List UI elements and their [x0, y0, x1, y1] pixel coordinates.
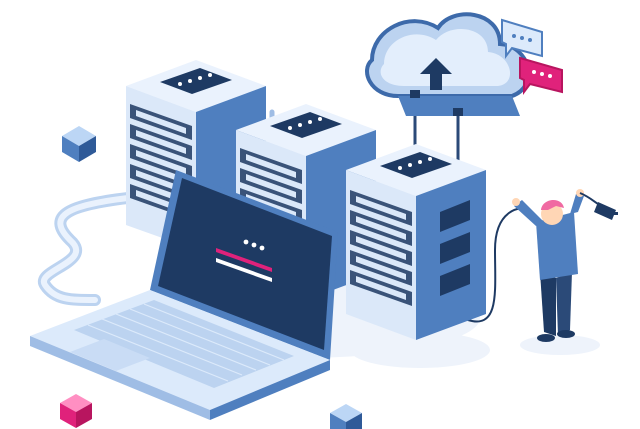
laptop-icon — [30, 170, 338, 420]
cube-blue — [62, 126, 96, 162]
chat-bubble-pink — [519, 56, 563, 95]
cube-blue-bottom — [330, 404, 362, 429]
cube-pink — [60, 394, 92, 428]
server-rack-right — [346, 144, 486, 340]
cables — [37, 93, 531, 323]
person-icon — [512, 189, 618, 342]
chat-bubble-blue — [501, 18, 543, 59]
cloud-upload-icon — [365, 12, 531, 116]
